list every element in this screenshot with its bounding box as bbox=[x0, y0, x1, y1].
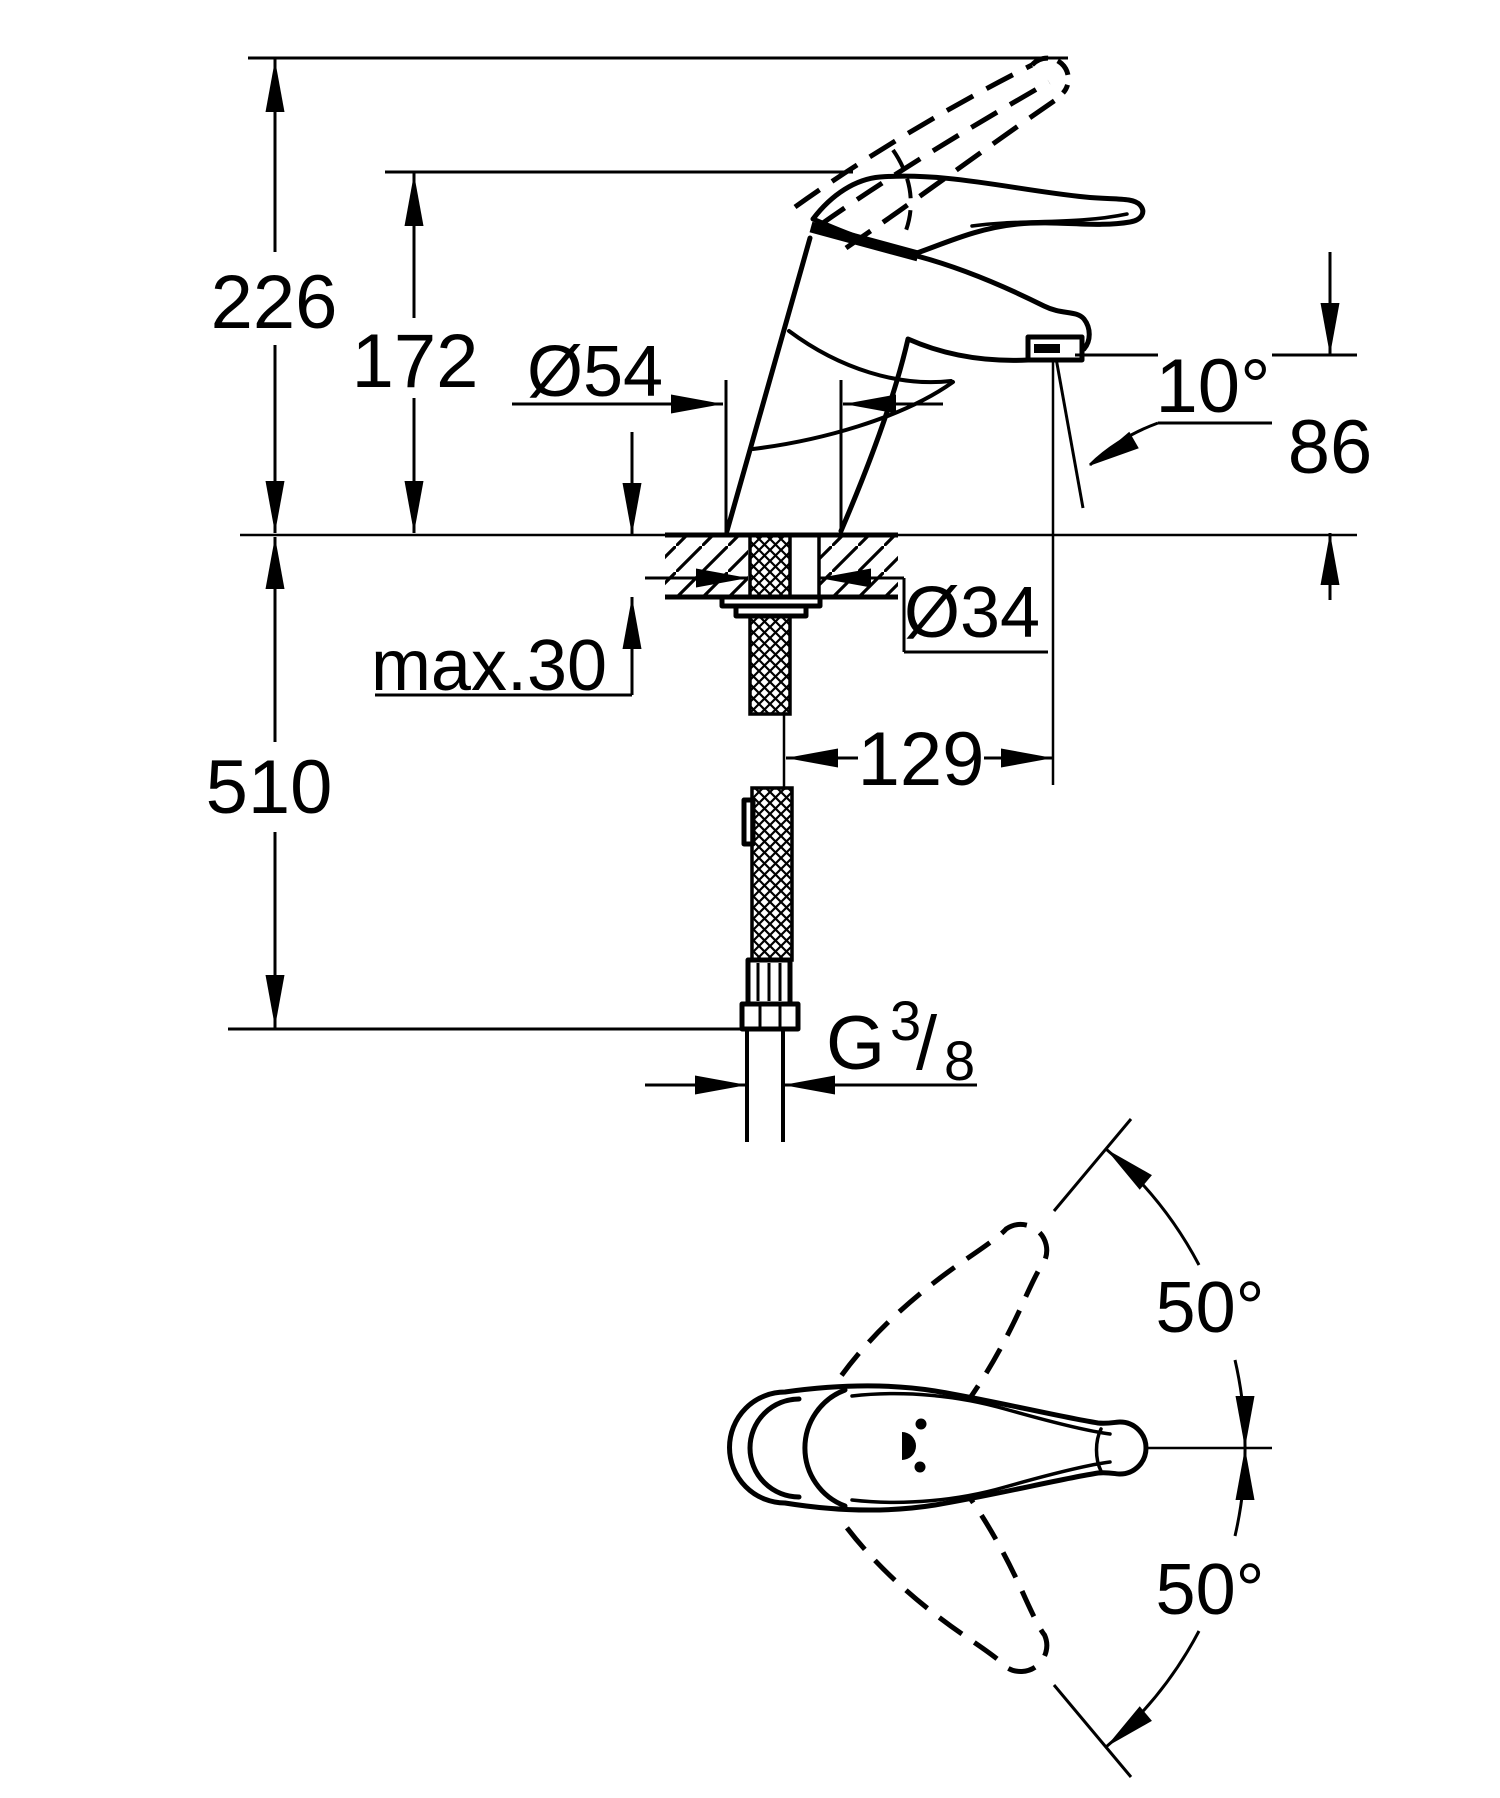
lever-outline bbox=[810, 173, 1146, 256]
dimension-129-label: 129 bbox=[858, 717, 985, 802]
spout-top-edge bbox=[914, 253, 1092, 354]
handle-top-view bbox=[727, 1383, 1149, 1513]
dimension-max30-label: max.30 bbox=[371, 626, 607, 706]
lever-handle-raised-dashed bbox=[793, 55, 1071, 251]
handle-inner-top bbox=[850, 1391, 1112, 1436]
dimension-86: 86 bbox=[1288, 252, 1373, 600]
raised-lever-top-edge bbox=[793, 62, 1034, 210]
deck-hatch-left bbox=[665, 537, 748, 595]
body-crease-lower bbox=[751, 380, 955, 451]
lever-inner-line bbox=[970, 212, 1129, 228]
dimension-50deg-lower-label: 50° bbox=[1156, 1550, 1265, 1630]
handle-pivot-mark bbox=[902, 1432, 916, 1460]
dimension-d54-label: Ø54 bbox=[527, 332, 663, 412]
handle-outline bbox=[727, 1383, 1149, 1513]
handle-butt-arc-inner2 bbox=[802, 1387, 848, 1509]
dimension-d34-label: Ø34 bbox=[904, 573, 1040, 653]
dimension-129: 129 bbox=[786, 717, 1053, 802]
connection-tube bbox=[745, 1029, 785, 1142]
dimension-510: 510 bbox=[206, 537, 742, 1031]
raised-lever-bottom-edge bbox=[844, 92, 1065, 251]
handle-tip-facet bbox=[1094, 1427, 1103, 1473]
faucet-body bbox=[724, 235, 1092, 534]
countertop-section bbox=[665, 532, 898, 600]
top-view: 50° 50° bbox=[727, 1118, 1272, 1778]
handle-swivel-down-dashed bbox=[839, 1445, 1050, 1674]
raised-lever-tip-arc bbox=[1030, 55, 1071, 95]
thread-label-slash: / bbox=[916, 1001, 938, 1086]
body-crease-upper bbox=[787, 329, 953, 385]
dimension-86-label: 86 bbox=[1288, 405, 1373, 490]
swivel-leg-upper bbox=[1052, 1118, 1133, 1212]
handle-swivel-up-dashed bbox=[839, 1222, 1050, 1451]
thread-label-denominator: 8 bbox=[944, 1029, 975, 1092]
body-left-edge bbox=[724, 235, 813, 534]
dimension-226-label: 226 bbox=[211, 260, 338, 345]
swivel-leg-lower bbox=[1052, 1684, 1133, 1778]
handle-dot-upper bbox=[915, 1418, 927, 1430]
front-view: 226 172 Ø54 10° bbox=[206, 55, 1373, 1142]
handle-body-seam bbox=[809, 221, 920, 262]
lever-handle bbox=[809, 173, 1146, 262]
lever-motion-arc bbox=[891, 148, 913, 234]
dimension-d34: Ø34 bbox=[645, 568, 1048, 654]
hose-crimp-collar bbox=[745, 957, 793, 1007]
supply-hose-lower bbox=[750, 786, 794, 962]
mounting-and-supply bbox=[719, 533, 823, 1142]
thread-label-numerator: 3 bbox=[890, 989, 921, 1052]
dimension-226: 226 bbox=[211, 58, 338, 533]
handle-dot-lower bbox=[914, 1461, 926, 1473]
handle-butt-arc-inner1 bbox=[747, 1396, 802, 1500]
dimension-10deg: 10° bbox=[1075, 344, 1357, 475]
dimension-172-label: 172 bbox=[352, 319, 479, 404]
hose-fitting-nut bbox=[739, 1001, 801, 1032]
raised-lever-mid-edge bbox=[818, 79, 1051, 228]
dimension-510-label: 510 bbox=[206, 745, 333, 830]
mounting-shank bbox=[748, 533, 792, 599]
dimension-50deg-upper-label: 50° bbox=[1156, 1268, 1265, 1348]
dimension-g38: G 3 / 8 bbox=[645, 989, 977, 1095]
dimension-d54: Ø54 bbox=[512, 332, 943, 533]
dimension-10deg-label: 10° bbox=[1156, 344, 1271, 429]
thread-label-g: G bbox=[826, 1001, 885, 1086]
dimension-max30: max.30 bbox=[371, 432, 642, 706]
aerator bbox=[1025, 334, 1085, 363]
swivel-arc-middle bbox=[1233, 1359, 1247, 1537]
swivel-angle-construction: 50° 50° bbox=[1052, 1118, 1272, 1778]
supply-hose-upper bbox=[748, 614, 792, 716]
spout-angle-line bbox=[1054, 357, 1085, 509]
swivel-arc-upper bbox=[1105, 1147, 1201, 1266]
handle-inner-bottom bbox=[850, 1460, 1112, 1505]
swivel-arc-lower bbox=[1105, 1630, 1201, 1749]
dimension-172: 172 bbox=[352, 172, 479, 533]
deck-hatch-right bbox=[819, 537, 898, 595]
spout-underside-and-right-edge bbox=[838, 336, 1031, 534]
